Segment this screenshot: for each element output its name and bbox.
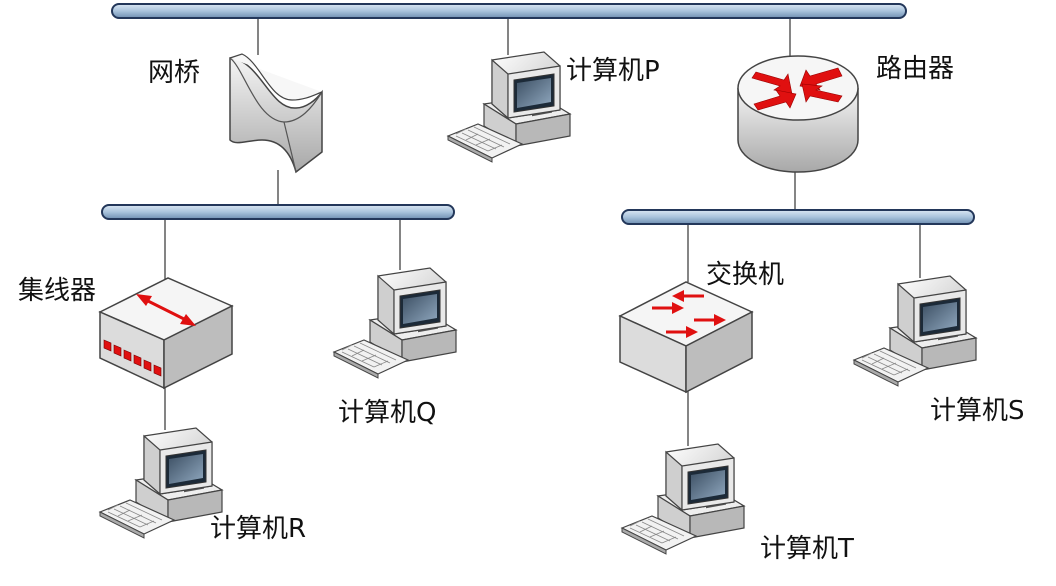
computer-t-icon xyxy=(621,443,745,555)
hub-icon xyxy=(98,277,234,390)
computer-s-label: 计算机S xyxy=(930,396,1025,426)
hub-label: 集线器 xyxy=(18,276,97,306)
computer-q-icon xyxy=(333,267,457,379)
router-label: 路由器 xyxy=(876,54,955,84)
bridge-icon xyxy=(229,53,323,174)
computer-q-label: 计算机Q xyxy=(338,398,437,428)
bus-right xyxy=(621,209,975,225)
connection-lines xyxy=(164,15,921,446)
computer-r-icon xyxy=(99,427,223,539)
switch-icon xyxy=(618,281,754,394)
switch-label: 交换机 xyxy=(706,260,785,290)
router-icon xyxy=(737,55,859,173)
computer-p-icon xyxy=(447,51,571,163)
computer-s-icon xyxy=(853,275,977,387)
computer-r-label: 计算机R xyxy=(210,514,307,544)
bus-top xyxy=(111,3,907,19)
bridge-label: 网桥 xyxy=(148,58,201,88)
bus-left xyxy=(101,204,455,220)
computer-t-label: 计算机T xyxy=(760,534,854,564)
computer-p-label: 计算机P xyxy=(566,56,660,86)
